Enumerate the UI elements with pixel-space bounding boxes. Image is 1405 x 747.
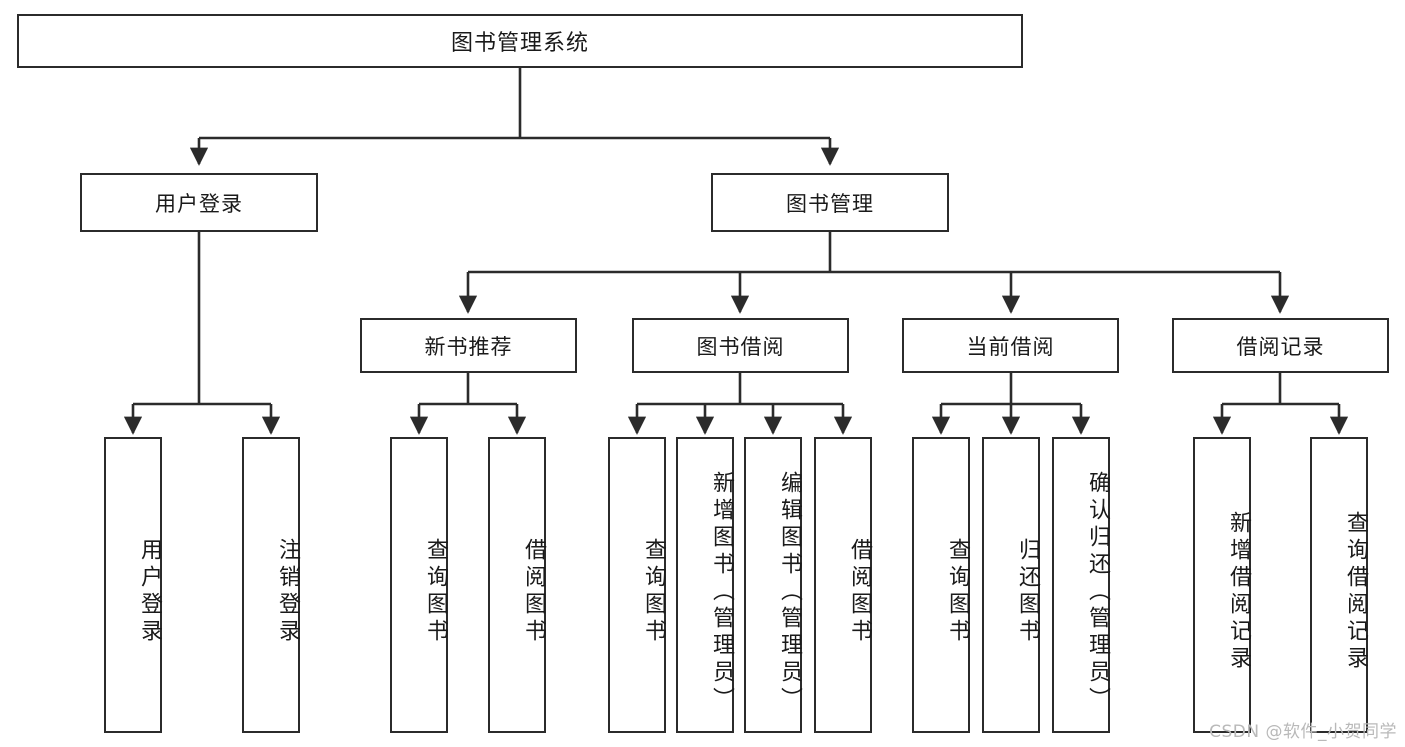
leaf-current-confirm-return-admin[interactable]: 确认归还（管理员） — [1052, 437, 1110, 733]
leaf-user-login-logout[interactable]: 注销登录 — [242, 437, 300, 733]
node-root-system[interactable]: 图书管理系统 — [17, 14, 1023, 68]
leaf-label: 借阅图书 — [847, 538, 872, 646]
node-book-management[interactable]: 图书管理 — [711, 173, 949, 232]
leaf-borrow-borrow-book[interactable]: 借阅图书 — [814, 437, 872, 733]
leaf-recommend-borrow-book[interactable]: 借阅图书 — [488, 437, 546, 733]
leaf-record-add-record[interactable]: 新增借阅记录 — [1193, 437, 1251, 733]
node-book-borrow[interactable]: 图书借阅 — [632, 318, 849, 373]
csdn-watermark: CSDN @软件_小贺同学 — [1209, 722, 1397, 742]
leaf-label: 编辑图书（管理员） — [777, 470, 802, 714]
leaf-label: 归还图书 — [1015, 538, 1040, 646]
leaf-current-query-book[interactable]: 查询图书 — [912, 437, 970, 733]
leaf-label: 注销登录 — [275, 538, 300, 646]
leaf-label: 新增借阅记录 — [1226, 511, 1251, 673]
leaf-label: 用户登录 — [137, 538, 162, 646]
leaf-label: 新增图书（管理员） — [709, 470, 734, 714]
leaf-label: 查询图书 — [423, 538, 448, 646]
leaf-label: 借阅图书 — [521, 538, 546, 646]
leaf-user-login-login[interactable]: 用户登录 — [104, 437, 162, 733]
node-borrow-record[interactable]: 借阅记录 — [1172, 318, 1389, 373]
node-new-book-recommend[interactable]: 新书推荐 — [360, 318, 577, 373]
leaf-label: 查询借阅记录 — [1343, 511, 1368, 673]
leaf-current-return-book[interactable]: 归还图书 — [982, 437, 1040, 733]
leaf-borrow-edit-book-admin[interactable]: 编辑图书（管理员） — [744, 437, 802, 733]
leaf-borrow-add-book-admin[interactable]: 新增图书（管理员） — [676, 437, 734, 733]
leaf-label: 查询图书 — [641, 538, 666, 646]
leaf-borrow-query-book[interactable]: 查询图书 — [608, 437, 666, 733]
leaf-label: 查询图书 — [945, 538, 970, 646]
leaf-recommend-query-book[interactable]: 查询图书 — [390, 437, 448, 733]
node-user-login[interactable]: 用户登录 — [80, 173, 318, 232]
leaf-record-query-record[interactable]: 查询借阅记录 — [1310, 437, 1368, 733]
node-current-borrow[interactable]: 当前借阅 — [902, 318, 1119, 373]
leaf-label: 确认归还（管理员） — [1085, 470, 1110, 714]
